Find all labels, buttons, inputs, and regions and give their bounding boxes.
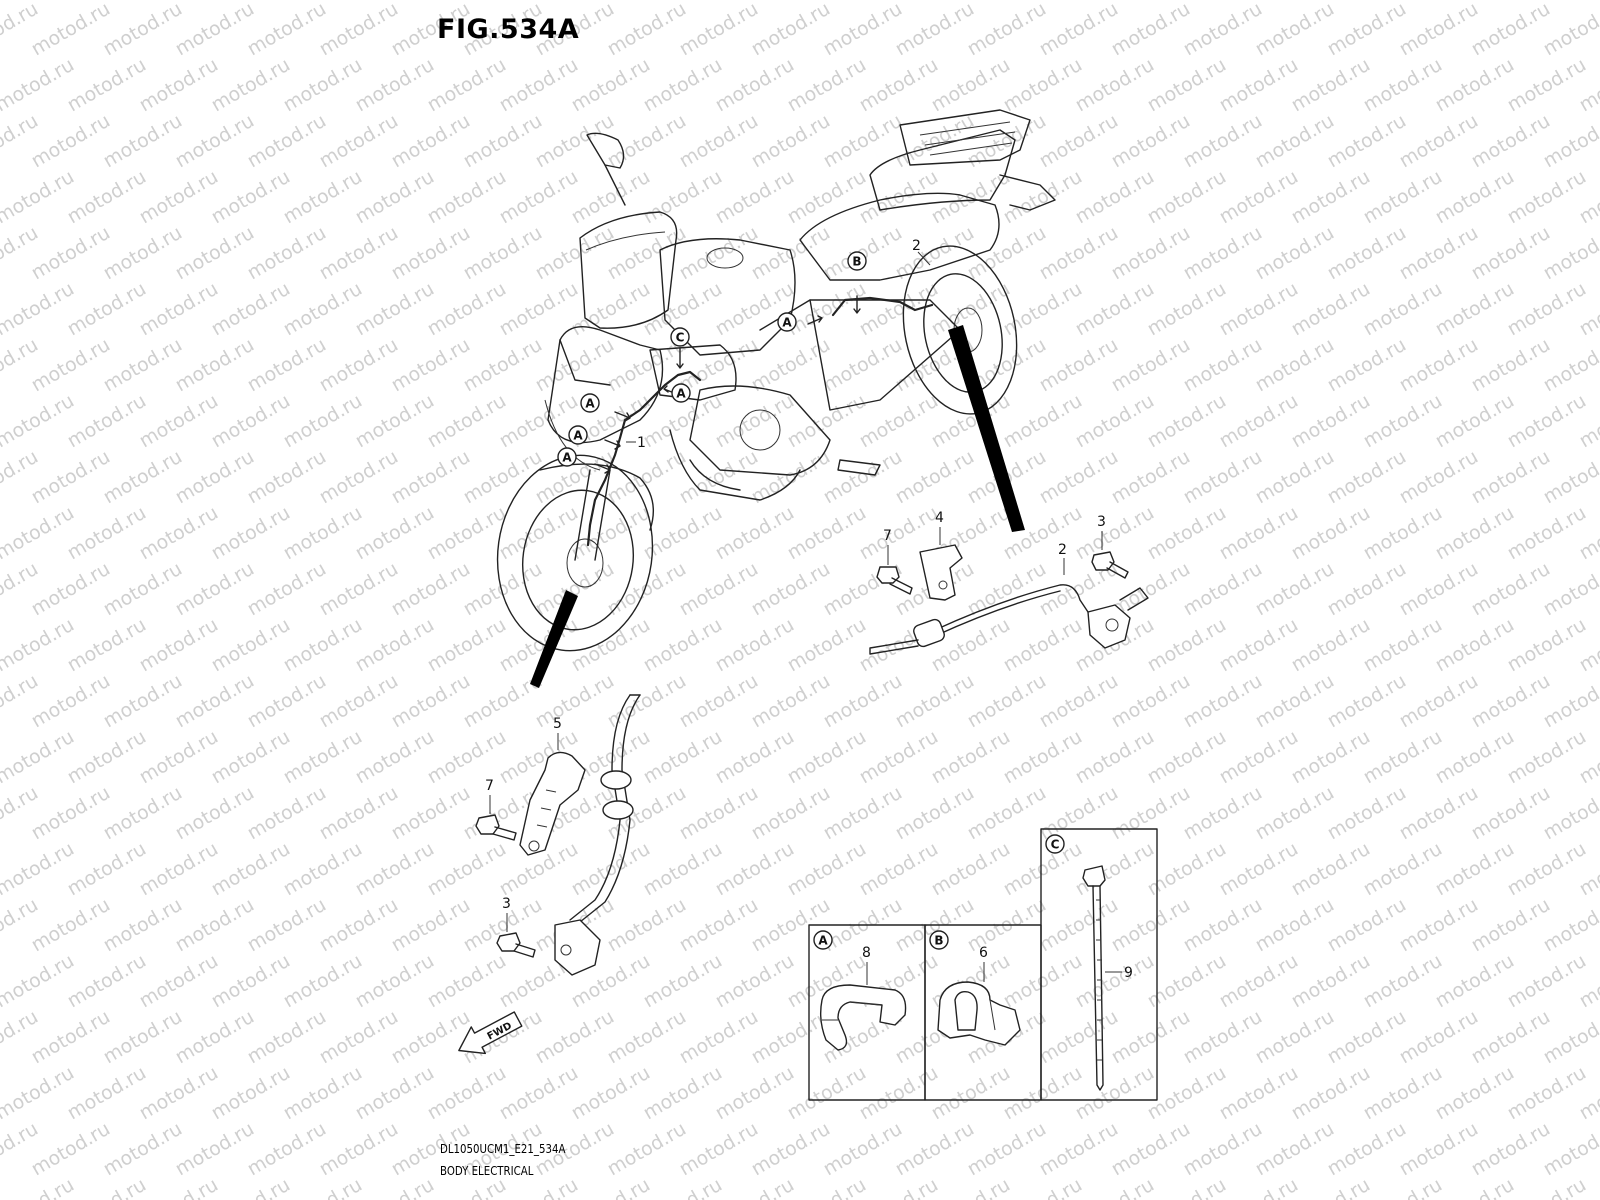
callout-4: 4 [935,510,944,526]
svg-text:B: B [852,255,861,269]
callout-3-front: 3 [502,896,511,912]
marker-a-2: A [568,425,588,445]
box-b-marker: B [929,930,949,950]
figure-title: FIG.534A [437,14,580,45]
callout-5: 5 [553,716,562,732]
marker-b-top: B [847,251,867,271]
box-a-marker: A [813,930,833,950]
svg-text:A: A [562,451,572,465]
callout-6: 6 [979,945,988,961]
callout-9: 9 [1124,965,1133,981]
callout-7-front: 7 [485,778,494,794]
callout-3-rear: 3 [1097,514,1106,530]
box-c-marker: C [1045,834,1065,854]
marker-a-1: A [580,393,600,413]
svg-text:A: A [676,387,686,401]
callout-2: 2 [1058,542,1067,558]
svg-text:A: A [782,316,792,330]
marker-c-top: C [670,327,690,347]
svg-text:A: A [573,429,583,443]
svg-text:C: C [1051,838,1060,852]
marker-a-3: A [557,447,577,467]
callout-7-rear: 7 [883,528,892,544]
fwd-arrow: FWD [458,1011,523,1055]
callout-1: 1 [637,435,646,451]
rear-sensor-group: 7 4 2 3 [869,510,1149,655]
callout-8: 8 [862,945,871,961]
marker-a-mid: A [671,383,691,403]
marker-a-rear: A [777,312,797,332]
figure-code: DL1050UCM1_E21_534A [440,1142,566,1156]
svg-text:B: B [934,934,943,948]
detail-boxes: A 8 B 6 C 9 [808,828,1158,1101]
svg-text:A: A [818,934,828,948]
svg-text:C: C [676,331,685,345]
callout-2-top: 2 [912,238,921,254]
motorcycle-illustration: C B A A A A A 1 2 [496,109,1056,688]
front-sensor-group: 5 7 3 [475,694,641,976]
figure-name: BODY ELECTRICAL [440,1164,534,1178]
detail-box-c [1040,828,1158,1101]
svg-text:A: A [585,397,595,411]
